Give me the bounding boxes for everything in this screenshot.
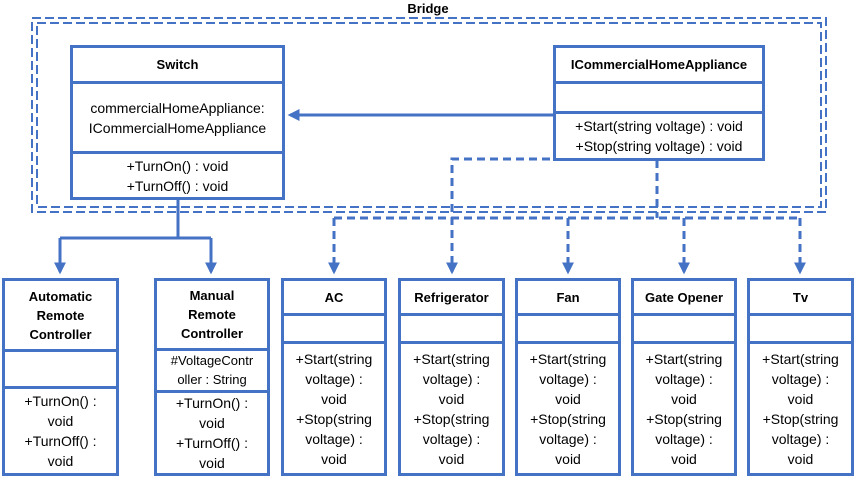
method-line: +Start(string bbox=[295, 350, 373, 367]
class-switch: Switch commercialHomeAppliance: ICommerc… bbox=[70, 45, 285, 200]
method-line: +Stop(string bbox=[296, 410, 372, 427]
method-line: +Stop(string voltage) : void bbox=[575, 138, 743, 154]
class-attributes bbox=[750, 313, 851, 341]
method-line: voltage) : bbox=[771, 430, 830, 447]
method-line: +Start(string bbox=[645, 350, 723, 367]
method-line: voltage) : bbox=[422, 430, 481, 447]
method-line: void bbox=[671, 390, 697, 407]
class-name-line: Remote bbox=[36, 307, 85, 323]
class-name: Fan bbox=[556, 289, 580, 305]
attribute-line: commercialHomeAppliance: bbox=[90, 99, 265, 116]
method-line: void bbox=[321, 450, 347, 467]
to-refrigerator bbox=[446, 157, 642, 275]
class-name: Tv bbox=[792, 289, 809, 305]
method-line: +TurnOff() : bbox=[24, 433, 97, 449]
class-methods: +Start(string voltage) : void +Stop(stri… bbox=[634, 341, 734, 473]
method-line: +TurnOn() : bbox=[24, 393, 97, 409]
method-line: void bbox=[438, 390, 465, 407]
class-methods: +TurnOn() : void +TurnOff() : void bbox=[157, 390, 267, 473]
class-name: ICommercialHomeAppliance bbox=[570, 57, 748, 72]
class-name: Refrigerator bbox=[414, 289, 489, 305]
class-name-line: Remote bbox=[188, 306, 236, 322]
class-attributes: commercialHomeAppliance: ICommercialHome… bbox=[73, 81, 282, 151]
class-methods: +TurnOn() : void +TurnOff() : void bbox=[73, 151, 282, 197]
method-line: +Start(string bbox=[413, 350, 490, 367]
class-methods: +Start(string voltage) : void +Stop(stri… bbox=[556, 111, 762, 158]
bridge-label: Bridge bbox=[407, 1, 449, 16]
class-name-line: Manual bbox=[189, 287, 235, 303]
method-line: +TurnOn() : bbox=[175, 395, 249, 411]
class-attributes bbox=[5, 349, 116, 386]
class-name-line: Controller bbox=[180, 325, 244, 341]
class-attributes bbox=[634, 313, 734, 341]
class-ac: AC +Start(string voltage) : void +Stop(s… bbox=[281, 278, 387, 476]
class-name: Automatic Remote Controller bbox=[5, 281, 116, 349]
method-line: void bbox=[199, 455, 225, 471]
class-methods: +Start(string voltage) : void +Stop(stri… bbox=[750, 341, 851, 473]
class-icommercialhomeappliance: ICommercialHomeAppliance +Start(string v… bbox=[553, 45, 765, 161]
method-line: +Stop(string bbox=[762, 410, 839, 427]
method-line: voltage) : bbox=[305, 430, 363, 447]
method-line: void bbox=[438, 450, 465, 467]
class-manual-remote-controller: Manual Remote Controller #VoltageContr o… bbox=[154, 278, 270, 476]
method-line: voltage) : bbox=[422, 370, 481, 387]
class-refrigerator: Refrigerator +Start(string voltage) : vo… bbox=[398, 278, 505, 476]
class-methods: +TurnOn() : void +TurnOff() : void bbox=[5, 386, 116, 473]
method-line: +TurnOff() : bbox=[176, 435, 248, 451]
class-name: Manual Remote Controller bbox=[157, 281, 267, 348]
method-line: +Stop(string bbox=[413, 410, 490, 427]
attribute-line: oller : String bbox=[177, 372, 247, 388]
class-attributes bbox=[518, 313, 618, 341]
method-line: +Stop(string bbox=[530, 410, 606, 427]
method-line: +TurnOn() : void bbox=[126, 157, 229, 174]
class-automatic-remote-controller: Automatic Remote Controller +TurnOn() : … bbox=[2, 278, 119, 476]
method-line: void bbox=[47, 413, 74, 429]
method-line: voltage) : bbox=[655, 430, 713, 447]
method-line: +TurnOff() : void bbox=[126, 177, 229, 194]
method-line: +Start(string bbox=[762, 350, 839, 367]
method-line: +Start(string voltage) : void bbox=[575, 118, 743, 134]
attribute-line: #VoltageContr bbox=[170, 353, 254, 369]
method-line: void bbox=[555, 450, 581, 467]
class-fan: Fan +Start(string voltage) : void +Stop(… bbox=[515, 278, 621, 476]
class-name: Gate Opener bbox=[644, 289, 724, 305]
class-name: Switch bbox=[156, 57, 199, 72]
method-line: +Stop(string bbox=[646, 410, 722, 427]
class-name: AC bbox=[324, 289, 344, 305]
class-attributes: #VoltageContr oller : String bbox=[157, 347, 267, 390]
class-methods: +Start(string voltage) : void +Stop(stri… bbox=[518, 341, 618, 473]
method-line: +Start(string bbox=[529, 350, 607, 367]
method-line: void bbox=[321, 390, 347, 407]
method-line: voltage) : bbox=[539, 370, 597, 387]
class-name-line: Controller bbox=[29, 326, 92, 342]
method-line: voltage) : bbox=[655, 370, 713, 387]
method-line: void bbox=[199, 415, 225, 431]
method-line: void bbox=[671, 450, 697, 467]
bridge-boundary-inner bbox=[36, 22, 822, 208]
class-gate-opener: Gate Opener +Start(string voltage) : voi… bbox=[631, 278, 737, 476]
method-line: void bbox=[787, 390, 814, 407]
class-name-line: Automatic bbox=[28, 288, 93, 304]
attribute-line: ICommercialHomeAppliance bbox=[88, 119, 267, 136]
method-line: voltage) : bbox=[539, 430, 597, 447]
method-line: voltage) : bbox=[771, 370, 830, 387]
bridge-boundary-outer bbox=[31, 17, 827, 213]
class-methods: +Start(string voltage) : void +Stop(stri… bbox=[284, 341, 384, 473]
class-attributes bbox=[556, 81, 762, 111]
class-attributes bbox=[284, 313, 384, 341]
class-attributes bbox=[401, 313, 502, 341]
method-line: void bbox=[555, 390, 581, 407]
method-line: void bbox=[47, 453, 74, 469]
class-tv: Tv +Start(string voltage) : void +Stop(s… bbox=[747, 278, 854, 476]
class-methods: +Start(string voltage) : void +Stop(stri… bbox=[401, 341, 502, 473]
method-line: voltage) : bbox=[305, 370, 363, 387]
method-line: void bbox=[787, 450, 814, 467]
